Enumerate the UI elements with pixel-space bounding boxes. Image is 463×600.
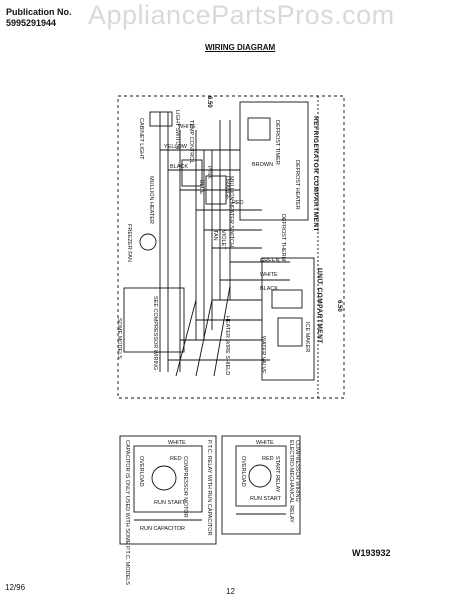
label-capacitor-note: CAPACITOR IS ONLY USED WITH SOME P.T.C. … <box>124 440 130 585</box>
label-start-relay: START RELAY <box>274 456 280 493</box>
label-defrost-heater: DEFROST HEATER <box>294 160 300 210</box>
label-cabinet-light: CABINET LIGHT <box>138 118 144 160</box>
label-wire-green: GREEN <box>260 258 280 264</box>
label-wire-white-2: WHITE <box>260 272 278 278</box>
refrigerator-compartment-box <box>239 101 309 221</box>
freezer-fan-motor <box>139 233 157 251</box>
label-wire-orange: ORANGE <box>224 176 230 200</box>
label-some-models: SOME MODELS <box>116 318 122 359</box>
diagram-code: W193932 <box>352 548 391 558</box>
label-wire-white: WHITE <box>178 124 196 130</box>
label-ptc-relay: P.T.C. RELAY WITH RUN CAPACITOR <box>206 440 212 535</box>
label-temp-control: TEMP CONTROL <box>188 120 194 164</box>
label-wire-blue: BLUE <box>198 180 204 195</box>
label-refrigerator-compartment: REFRIGERATOR COMPARTMENT <box>312 116 319 232</box>
label-wire-pink: PINK <box>206 166 212 179</box>
publication-label: Publication No. <box>6 7 72 17</box>
ptc-relay-box <box>119 435 217 545</box>
label-overload-emr: OVERLOAD <box>240 456 246 487</box>
label-mullion-heater: MULLION HEATER <box>148 176 154 224</box>
label-wire-violet: VIOLET <box>220 230 226 250</box>
label-ice-maker: ICE MAKER <box>304 322 310 352</box>
label-dimension-side: 6.50 <box>336 300 342 312</box>
defrost-timer-box <box>247 117 271 141</box>
label-wire-yellow: YELLOW <box>164 144 188 150</box>
label-run-start-ptc: RUN START <box>154 500 186 506</box>
label-freezer-fan: FREEZER FAN <box>126 224 132 262</box>
footer-date: 12/96 <box>5 583 26 592</box>
label-dimension-top: 6.50 <box>206 96 212 108</box>
label-compressor-wiring: COMPRESSOR WIRING <box>294 440 300 502</box>
publication-number: 5995291944 <box>6 18 57 28</box>
label-run-capacitor: RUN CAPACITOR <box>140 526 185 532</box>
water-valve-box <box>271 289 303 309</box>
label-overload-ptc: OVERLOAD <box>138 456 144 487</box>
label-defrost-timer: DEFROST TIMER <box>274 120 280 165</box>
label-see-compressor-wiring: SEE COMPRESSOR WIRING <box>152 296 158 370</box>
light-switch-box <box>149 111 173 127</box>
label-red-ptc: RED <box>170 456 182 462</box>
label-defrost-therm: DEFROST THERM <box>280 214 286 262</box>
label-wire-red: RED <box>232 200 244 206</box>
label-wire-black-2: BLACK <box>260 286 278 292</box>
label-electro-mechanical-relay: ELECTRO-MECHANICAL RELAY <box>288 440 294 523</box>
label-white-emr: WHITE <box>256 440 274 446</box>
label-wire-tan: TAN <box>212 230 218 241</box>
label-light-switch: LIGHT SWITCH <box>174 110 180 149</box>
unit-compartment-box <box>261 257 315 381</box>
label-compressor-motor: COMPRESSOR MOTOR <box>182 456 188 518</box>
label-red-emr: RED <box>262 456 274 462</box>
diagram-title: WIRING DIAGRAM <box>205 43 276 52</box>
label-heater-wire-shield: HEATER WIRE SHIELD <box>224 316 230 375</box>
temp-control-box <box>181 159 203 187</box>
compressor-wiring-ref-box <box>123 287 185 353</box>
label-unit-compartment: UNIT COMPARTMENT <box>316 268 323 344</box>
watermark: AppliancePartsPros.com <box>88 0 395 30</box>
label-wire-black: BLACK <box>170 164 188 170</box>
ice-maker-box <box>277 317 303 347</box>
label-mullion-heater-switch: MULLION HEATER SWITCH <box>228 176 234 247</box>
label-water-valve: WATER VALVE <box>260 336 266 374</box>
label-wire-brown: BROWN <box>252 162 273 168</box>
electro-mechanical-relay-box <box>221 435 301 535</box>
mullion-heater-switch-box <box>205 175 227 205</box>
label-white-ptc: WHITE <box>168 440 186 446</box>
page-number: 12 <box>226 587 235 596</box>
label-run-start-emr: RUN START <box>250 496 282 502</box>
